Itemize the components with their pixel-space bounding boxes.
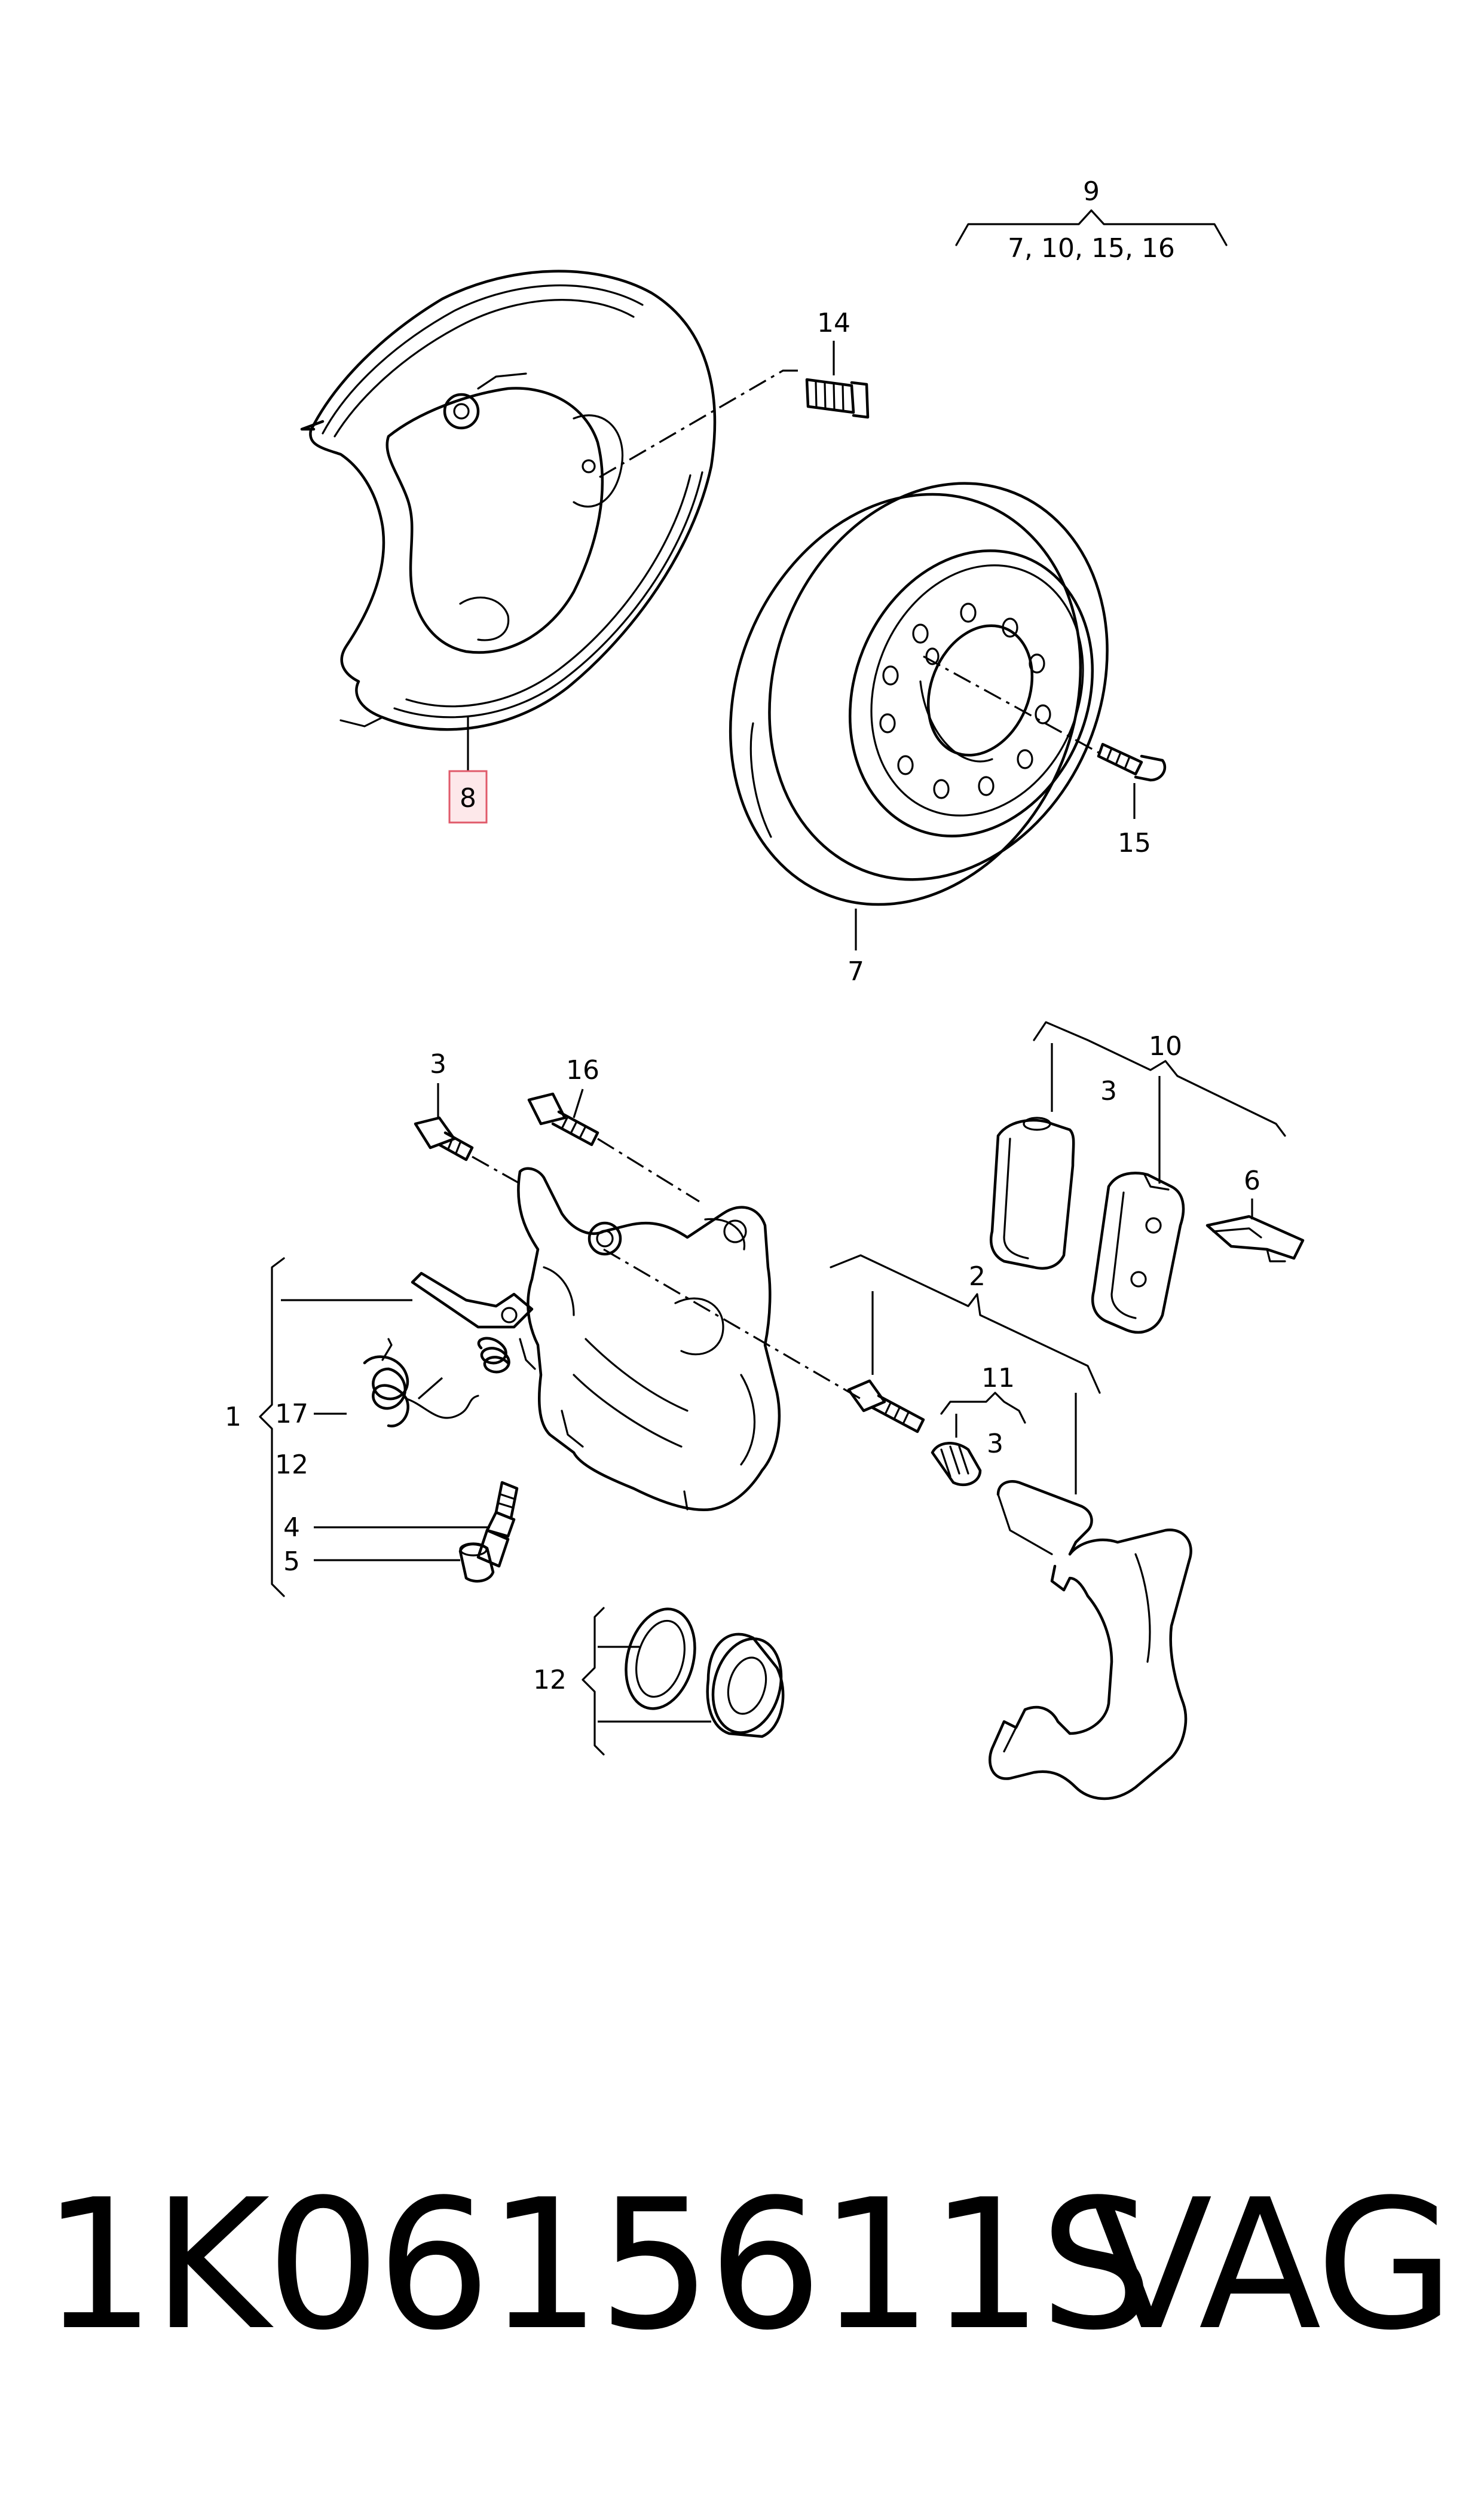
callout-1: 1: [225, 1402, 241, 1432]
return-spring-17: [363, 1338, 479, 1427]
callout-2-bracket: [830, 1254, 1101, 1394]
callout-8-highlight: 8: [448, 770, 488, 824]
bolt-16-axis: [597, 1138, 700, 1203]
guide-pin-bolt: [847, 1379, 925, 1433]
dust-cap-5: [458, 1542, 495, 1583]
callout-11: 11: [981, 1363, 1015, 1393]
callout-3-pads: 3: [1100, 1076, 1117, 1106]
bolt-14: [805, 378, 870, 419]
brake-caliper: [517, 1167, 781, 1511]
callout-9-list: 7, 10, 15, 16: [1008, 233, 1175, 264]
screw-15-axis: [923, 655, 1100, 754]
callout-3-mid: 3: [987, 1429, 1003, 1459]
bleed-screw-4: [476, 1481, 519, 1568]
callout-11-bracket: [940, 1392, 1026, 1424]
callout-7: 7: [847, 956, 864, 987]
callout-9-group: 9 7, 10, 15, 16: [955, 176, 1228, 264]
callout-16: 16: [566, 1055, 599, 1086]
disc-bolt-holes: [879, 603, 1051, 799]
callout-12-brace: [582, 1607, 711, 1756]
brake-pad-outer: [1091, 1172, 1185, 1334]
callout-17: 17: [275, 1399, 308, 1429]
brand-name: VAG: [1090, 2161, 1455, 2370]
callout-9-bracket: [955, 209, 1228, 246]
brake-pad-inner: [989, 1117, 1075, 1270]
callout-5: 5: [283, 1546, 300, 1577]
callout-8-box: [448, 770, 488, 824]
anti-rattle-clip-6: [1205, 1215, 1305, 1262]
callout-6: 6: [1244, 1166, 1260, 1196]
screw-15: [1097, 742, 1167, 782]
bolt-14-axis: [597, 369, 798, 479]
piston-boot: [706, 1633, 785, 1738]
callout-16-leader: [573, 1089, 584, 1118]
guide-boot: [931, 1442, 982, 1487]
footer: 1K0615611S VAG: [42, 2161, 1455, 2370]
callout-15: 15: [1118, 828, 1151, 858]
callout-4: 4: [283, 1512, 300, 1543]
callout-14: 14: [817, 308, 850, 338]
callout-3-top: 3: [430, 1049, 446, 1080]
callout-12-left: 12: [275, 1450, 308, 1480]
callout-9: 9: [1083, 176, 1100, 207]
callout-17-link: [417, 1377, 443, 1400]
handbrake-lever: [411, 1271, 536, 1374]
bolt-16: [527, 1092, 599, 1147]
bolt-3: [414, 1116, 474, 1161]
piston-seal: [625, 1607, 696, 1710]
caliper-carrier: [989, 1479, 1192, 1800]
bolt-3-axis: [472, 1155, 521, 1185]
callout-10: 10: [1149, 1031, 1182, 1062]
brake-disc: [729, 482, 1109, 906]
callout-12-right: 12: [533, 1665, 567, 1695]
callout-10-bracket: [1033, 1021, 1286, 1137]
dust-shield: [300, 270, 717, 731]
part-number: 1K0615611S: [42, 2161, 1153, 2370]
guide-pin-axis: [603, 1248, 861, 1400]
callout-8: 8: [460, 783, 476, 814]
callout-2: 2: [969, 1261, 986, 1292]
callout-1-brace: [259, 1257, 490, 1597]
